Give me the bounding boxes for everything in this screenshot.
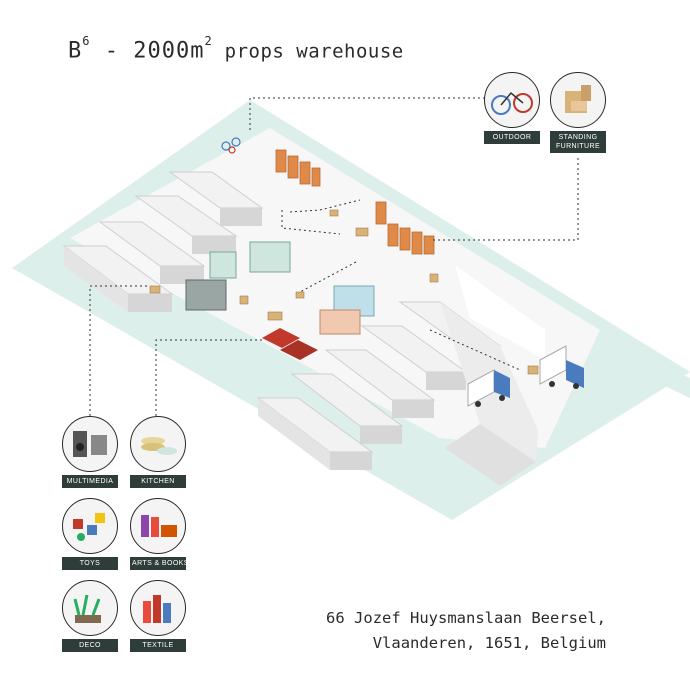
label-multimedia: MULTIMEDIA [62,475,118,488]
category-outdoor: OUTDOOR [484,72,540,144]
label-arts-books: ARTS & BOOKS [130,557,188,570]
plates-icon [130,416,186,472]
label-outdoor: OUTDOOR [484,131,540,144]
category-kitchen: KITCHEN [130,416,186,488]
truck-1 [467,369,510,407]
category-deco: DECO [62,580,118,652]
connector-lines [89,97,579,426]
page-title: B6 - 2000m2 props warehouse [68,34,404,64]
speaker-icon [62,416,118,472]
armchair-icon [550,72,606,128]
address-line-2: Vlaanderen, 1651, Belgium [372,634,606,652]
label-kitchen: KITCHEN [130,475,186,488]
bikes-small [221,137,241,154]
right-roofs [256,301,538,486]
category-textile: TEXTILE [130,580,186,652]
category-multimedia: MULTIMEDIA [62,416,118,488]
rugs [262,328,318,360]
address-line-1: 66 Jozef Huysmanslaan Beersel, [326,609,606,627]
truck-2 [539,345,584,389]
label-textile: TEXTILE [130,639,186,652]
category-toys: TOYS [62,498,118,570]
colorful-shelves [185,241,375,335]
parking-area [455,265,545,360]
label-deco: DECO [62,639,118,652]
address: 66 Jozef Huysmanslaan Beersel, Vlaandere… [326,606,606,656]
bicycle-icon [484,72,540,128]
toy-blocks-icon [62,498,118,554]
boxes [149,209,539,375]
books-icon [130,498,186,554]
orange-shelves [275,149,435,255]
category-arts-books: ARTS & BOOKS [130,498,188,570]
plant-icon [62,580,118,636]
fabric-rolls-icon [130,580,186,636]
left-roofs [62,171,264,312]
label-toys: TOYS [62,557,118,570]
